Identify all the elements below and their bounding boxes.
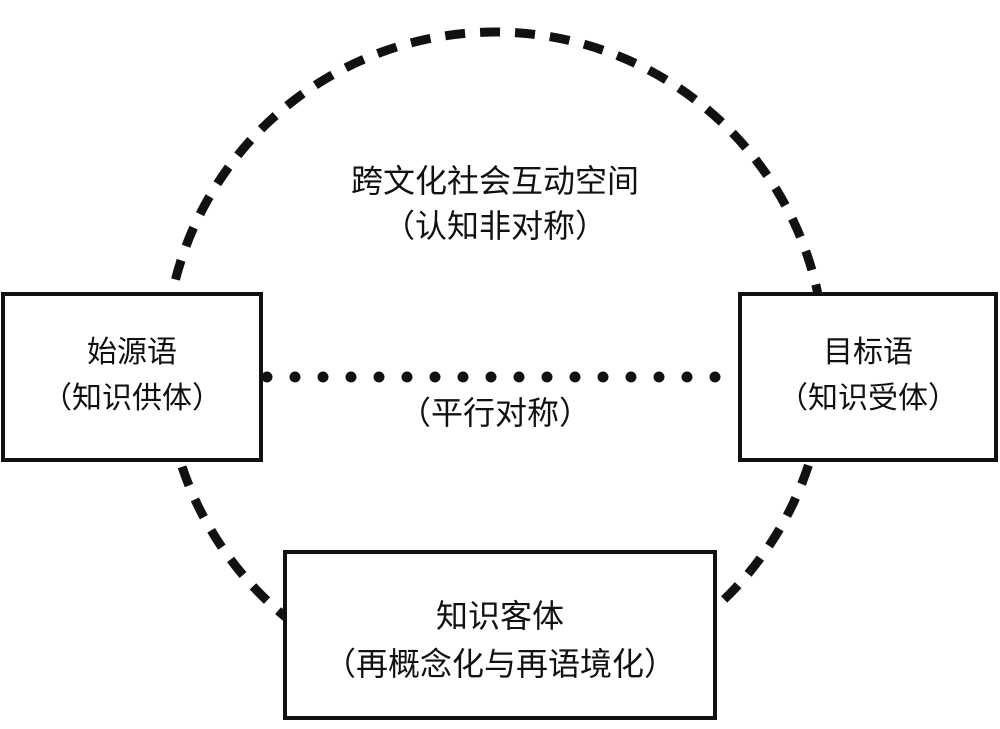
space-title: 跨文化社会互动空间: [351, 162, 639, 200]
target-language-frame: [738, 292, 998, 462]
source-language-box: 始源语 （知识供体）: [1, 292, 263, 462]
knowledge-object-box: 知识客体 （再概念化与再语境化）: [283, 550, 717, 720]
relation-label: （平行对称）: [399, 394, 591, 432]
knowledge-object-title: 知识客体: [436, 597, 564, 635]
target-language-subtitle: （知识受体）: [778, 381, 958, 416]
space-subtitle: （认知非对称）: [383, 207, 607, 245]
knowledge-object-subtitle: （再概念化与再语境化）: [324, 645, 676, 683]
source-language-subtitle: （知识供体）: [42, 381, 222, 416]
target-language-box: 目标语 （知识受体）: [738, 292, 998, 462]
knowledge-object-frame: [283, 550, 717, 720]
source-language-frame: [1, 292, 263, 462]
target-language-title: 目标语: [823, 335, 913, 370]
source-language-title: 始源语: [87, 335, 177, 370]
